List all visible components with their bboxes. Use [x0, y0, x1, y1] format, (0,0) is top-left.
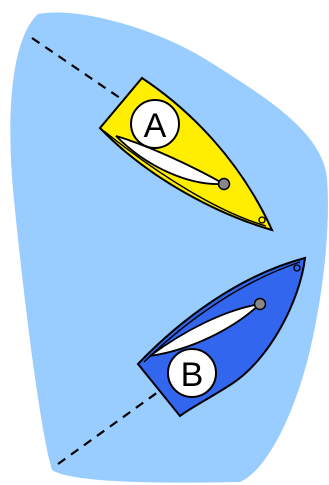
boat-a-label: A — [144, 107, 167, 145]
boat-a-boom-knob — [219, 179, 230, 190]
boat-b-boom-knob — [255, 299, 266, 310]
water-area — [10, 12, 328, 482]
boat-b-label: B — [181, 356, 204, 394]
